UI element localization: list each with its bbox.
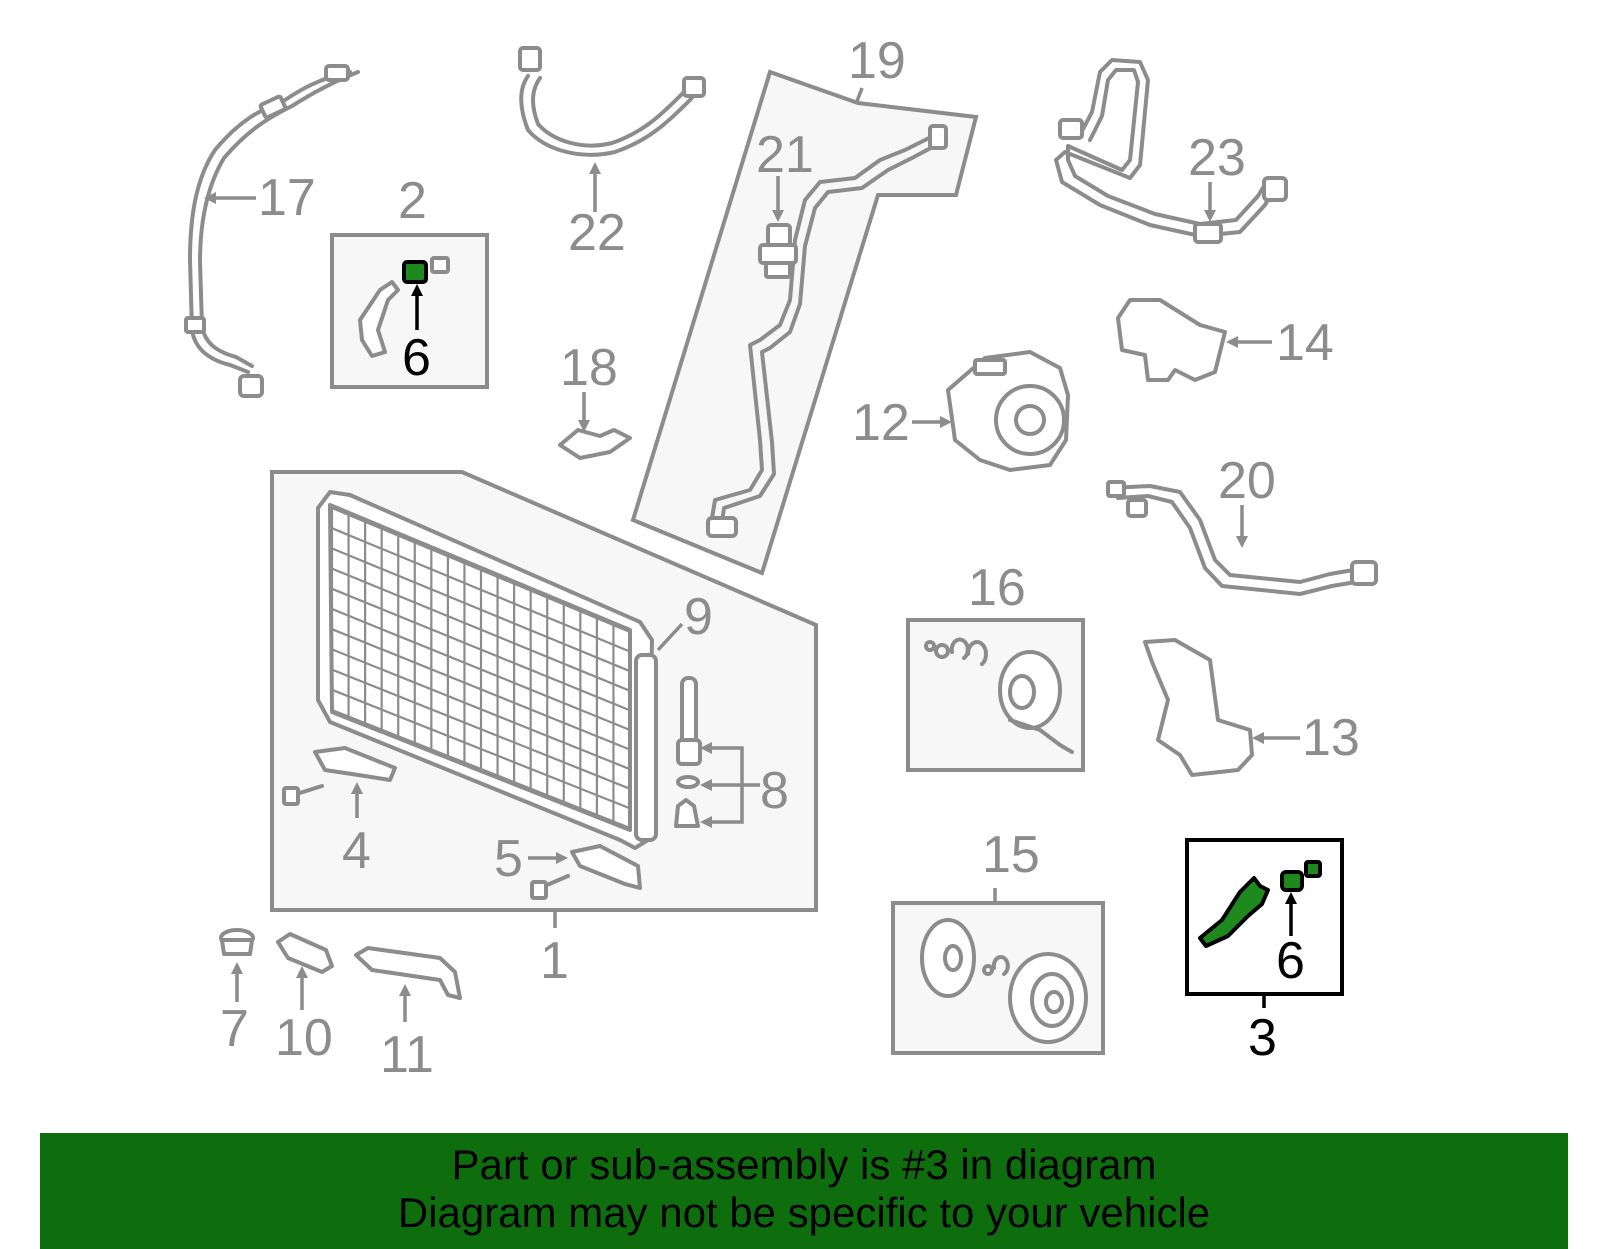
callout-19: 19 <box>848 32 906 90</box>
part-8-filter <box>674 676 702 828</box>
part-16-coil <box>924 637 1074 754</box>
part-19-pipe <box>706 124 948 538</box>
part-23-hose <box>1054 58 1288 244</box>
part-2-oring <box>402 260 428 284</box>
banner-line-2: Diagram may not be specific to your vehi… <box>397 1189 1211 1236</box>
part-4-bracket <box>282 746 397 806</box>
banner-line-1: Part or sub-assembly is #3 in diagram <box>451 1141 1157 1188</box>
part-13-bracket <box>1143 638 1254 777</box>
callout-6b: 6 <box>1276 932 1305 990</box>
part-15-clutch <box>920 918 1088 1044</box>
callout-8: 8 <box>760 762 789 820</box>
part-14-bracket <box>1116 298 1227 382</box>
part-2-pipe <box>358 256 450 358</box>
part-22-hose <box>518 46 706 157</box>
condenser-grid <box>330 506 632 830</box>
part-12-compressor <box>946 350 1070 472</box>
leader-9 <box>656 622 684 652</box>
callout-22: 22 <box>568 204 626 262</box>
callout-4: 4 <box>342 822 371 880</box>
part-18-plate <box>558 428 632 460</box>
callout-15: 15 <box>982 826 1040 884</box>
callout-2: 2 <box>398 172 427 230</box>
callout-1: 1 <box>540 932 569 990</box>
part-20-pipe <box>1106 480 1378 596</box>
callout-7: 7 <box>220 1000 249 1058</box>
callout-5: 5 <box>494 830 523 888</box>
callout-20: 20 <box>1218 452 1276 510</box>
callout-6a: 6 <box>402 329 431 387</box>
part-3-oring <box>1280 870 1304 892</box>
part-1-condenser <box>316 490 658 850</box>
callout-10: 10 <box>275 1009 333 1067</box>
callout-14: 14 <box>1276 314 1334 372</box>
part-5-bracket <box>530 844 642 900</box>
callout-11: 11 <box>380 1026 434 1084</box>
part-7-cap <box>219 928 255 956</box>
callout-12: 12 <box>852 394 910 452</box>
box-19 <box>630 69 979 576</box>
part-21-switch <box>758 223 798 279</box>
callout-16: 16 <box>968 559 1026 617</box>
callout-9: 9 <box>684 588 713 646</box>
part-10-sensor <box>276 932 334 974</box>
callout-21: 21 <box>756 126 814 184</box>
callout-18: 18 <box>560 339 618 397</box>
callout-3: 3 <box>1248 1009 1277 1067</box>
callout-23: 23 <box>1188 129 1246 187</box>
leader-8 <box>706 746 760 824</box>
info-banner: Part or sub-assembly is #3 in diagram Di… <box>40 1133 1568 1249</box>
callout-13: 13 <box>1302 709 1360 767</box>
callout-17: 17 <box>258 169 316 227</box>
part-17-hose <box>184 64 360 398</box>
part-3-pipe <box>1198 860 1322 948</box>
part-11-bracket <box>354 946 462 1000</box>
